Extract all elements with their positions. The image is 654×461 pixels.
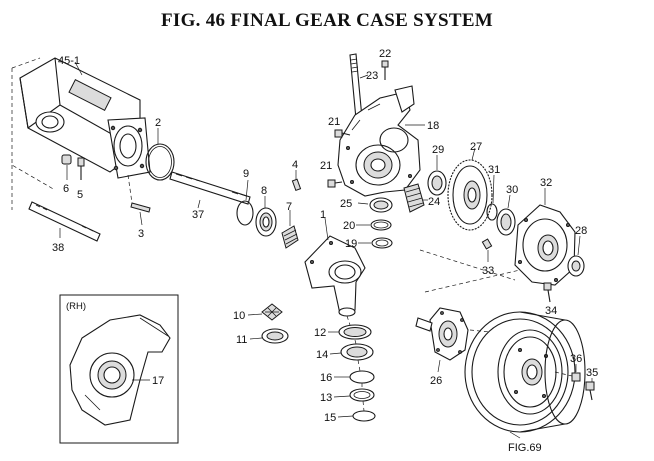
callout-27: 27	[470, 141, 482, 153]
bevel-pinion[interactable]	[281, 225, 299, 249]
callout-24: 24	[428, 196, 440, 208]
callout-10: 10	[233, 310, 245, 322]
figure-reference: FIG.69	[508, 442, 542, 454]
callout-7: 7	[286, 201, 292, 213]
callout-4: 4	[292, 159, 298, 171]
pin-33[interactable]	[481, 238, 493, 250]
oil-seal-29[interactable]	[427, 170, 447, 196]
callout-13: 13	[320, 392, 332, 404]
o-ring[interactable]	[145, 143, 175, 181]
ring-gear[interactable]	[447, 159, 493, 231]
callout-3: 3	[138, 228, 144, 240]
callout-21-upper: 21	[328, 116, 340, 128]
bevel-gear-24[interactable]	[403, 183, 425, 213]
bearing-25[interactable]	[369, 197, 393, 213]
bolt-22[interactable]	[381, 60, 389, 80]
bearing-11[interactable]	[261, 328, 289, 344]
callout-30: 30	[506, 184, 518, 196]
circlip-16[interactable]	[349, 370, 375, 384]
drain-plug[interactable]	[61, 154, 72, 180]
callout-28: 28	[575, 225, 587, 237]
bearing[interactable]	[255, 207, 277, 237]
oil-seal-28[interactable]	[567, 255, 585, 277]
bolt[interactable]	[77, 157, 85, 180]
stud-bolt[interactable]	[130, 202, 151, 213]
callout-37: 37	[192, 209, 204, 221]
bearing-14[interactable]	[340, 343, 374, 361]
callout-22: 22	[379, 48, 391, 60]
callout-33: 33	[482, 265, 494, 277]
seal-12[interactable]	[338, 324, 372, 340]
hub-case[interactable]	[514, 204, 576, 286]
callout-8: 8	[261, 185, 267, 197]
callout-11: 11	[236, 334, 247, 346]
callout-26: 26	[430, 375, 442, 387]
callout-6: 6	[63, 183, 69, 195]
callout-35: 35	[586, 367, 598, 379]
callout-1: 1	[320, 209, 326, 221]
ring-15[interactable]	[352, 410, 376, 422]
callout-19: 19	[345, 238, 357, 250]
pin[interactable]	[291, 178, 302, 192]
ring-20[interactable]	[370, 219, 392, 231]
ring-19[interactable]	[371, 237, 393, 249]
callout-12: 12	[314, 327, 326, 339]
rh-gear-case[interactable]	[69, 314, 171, 426]
bolt-34[interactable]	[543, 282, 552, 303]
collar-13[interactable]	[349, 388, 375, 402]
callout-15: 15	[324, 412, 336, 424]
lower-gear-case[interactable]	[304, 235, 366, 317]
callout-20: 20	[343, 220, 355, 232]
bolt-21-lower[interactable]	[327, 179, 343, 188]
circlip-31[interactable]	[486, 203, 498, 221]
callout-34: 34	[545, 305, 557, 317]
nut-36[interactable]	[571, 372, 581, 382]
axle-shaft[interactable]	[28, 201, 101, 242]
callout-32: 32	[540, 177, 552, 189]
wheel-hub[interactable]	[415, 307, 469, 361]
callout-21-lower: 21	[320, 160, 332, 172]
bolt-21-upper[interactable]	[334, 129, 351, 138]
callout-45-1: 45-1	[58, 55, 80, 67]
drive-shaft[interactable]	[169, 171, 251, 205]
callout-2: 2	[155, 117, 161, 129]
upper-gear-case[interactable]	[337, 85, 421, 197]
wheel-rim[interactable]	[464, 311, 586, 433]
callout-29: 29	[432, 144, 444, 156]
callout-5: 5	[77, 189, 83, 201]
callout-23: 23	[366, 70, 378, 82]
callout-9: 9	[243, 168, 249, 180]
callout-18: 18	[427, 120, 439, 132]
callout-14: 14	[316, 349, 328, 361]
snap-ring[interactable]	[236, 200, 254, 226]
axle-housing[interactable]	[11, 57, 151, 191]
inset-label: (RH)	[66, 301, 86, 312]
callout-25: 25	[340, 198, 352, 210]
figure-title: FIG. 46 FINAL GEAR CASE SYSTEM	[160, 10, 494, 31]
bevel-gear-10[interactable]	[261, 303, 283, 321]
bearing-30[interactable]	[496, 208, 516, 236]
long-shaft-23[interactable]	[349, 53, 363, 120]
bolt-35[interactable]	[585, 381, 595, 401]
callout-16: 16	[320, 372, 332, 384]
callout-17: 17	[152, 375, 164, 387]
callout-36: 36	[570, 353, 582, 365]
callout-31: 31	[488, 164, 500, 176]
callout-38: 38	[52, 242, 64, 254]
